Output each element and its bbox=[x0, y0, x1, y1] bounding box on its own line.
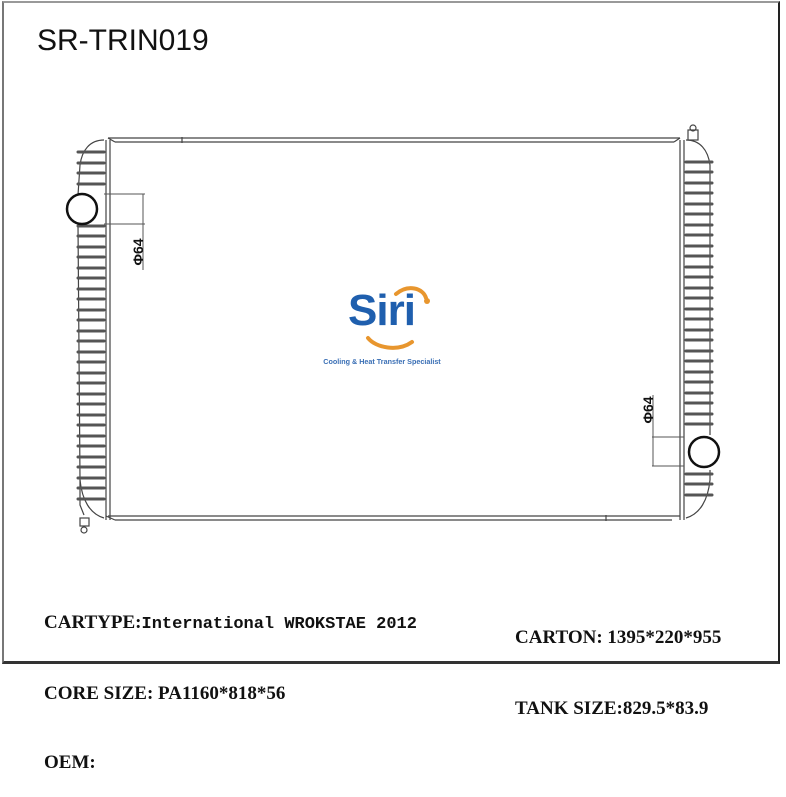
specs-right: CARTON: 1395*220*955 TANK SIZE:829.5*83.… bbox=[515, 580, 721, 743]
carton-row: CARTON: 1395*220*955 bbox=[515, 626, 721, 649]
specs-left: CARTYPE:International WROKSTAE 2012 CORE… bbox=[44, 565, 417, 797]
outlet-dimension-label: Φ64 bbox=[640, 396, 656, 423]
part-number-title: SR-TRIN019 bbox=[37, 24, 209, 57]
cartype-row: CARTYPE:International WROKSTAE 2012 bbox=[44, 611, 417, 636]
drawing-frame bbox=[2, 1, 780, 664]
logo-arc-icon bbox=[366, 286, 430, 350]
brand-logo: Siri Cooling & Heat Transfer Specialist bbox=[308, 272, 456, 376]
cartype-label: CARTYPE: bbox=[44, 612, 142, 633]
cartype-value: International WROKSTAE 2012 bbox=[141, 615, 417, 634]
core-size-row: CORE SIZE: PA1160*818*56 bbox=[44, 682, 417, 705]
inlet-pipe bbox=[65, 192, 99, 226]
carton-label: CARTON: bbox=[515, 627, 608, 648]
carton-value: 1395*220*955 bbox=[607, 627, 722, 648]
tank-size-row: TANK SIZE:829.5*83.9 bbox=[515, 697, 721, 720]
core-size-value: PA1160*818*56 bbox=[158, 683, 286, 704]
tank-size-value: 829.5*83.9 bbox=[622, 698, 709, 719]
tank-size-label: TANK SIZE: bbox=[515, 698, 623, 719]
radiator-drawing: Φ64 Φ64 bbox=[65, 124, 721, 534]
oem-row: OEM: bbox=[44, 751, 417, 774]
core-size-label: CORE SIZE: bbox=[44, 683, 159, 704]
logo-tagline: Cooling & Heat Transfer Specialist bbox=[323, 357, 441, 366]
logo-wordmark: Siri bbox=[348, 286, 416, 335]
oem-label: OEM: bbox=[44, 752, 96, 773]
inlet-dimension-label: Φ64 bbox=[130, 238, 146, 265]
outlet-pipe bbox=[687, 435, 721, 469]
